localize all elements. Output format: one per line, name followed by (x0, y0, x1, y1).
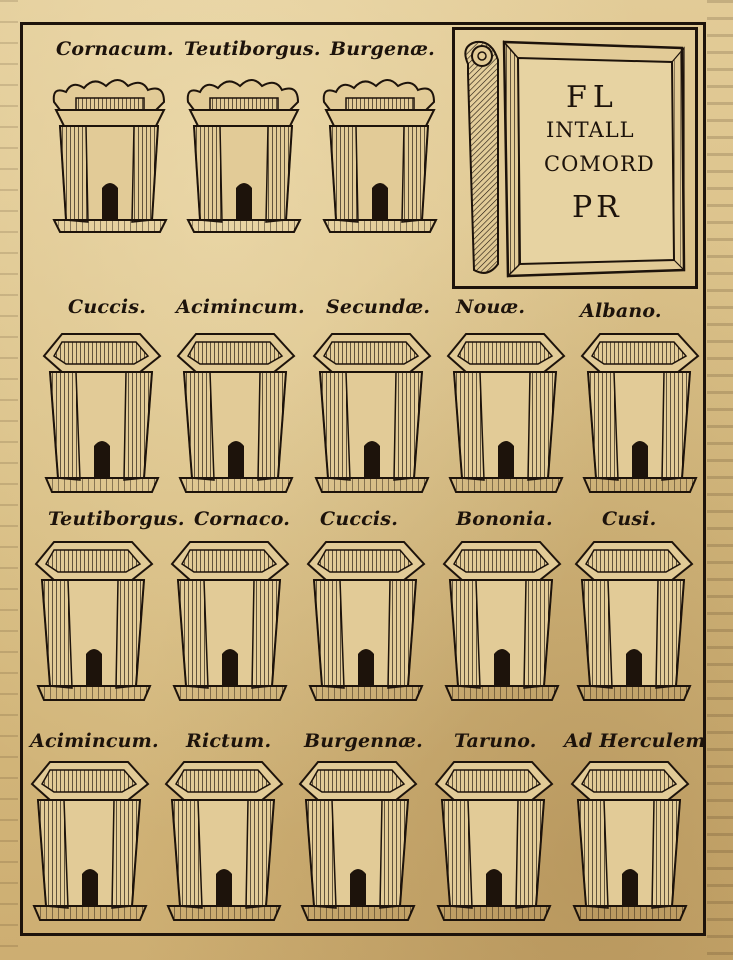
hexagonal-tower-icon (442, 541, 562, 701)
book-inscription-line-1: FL (566, 80, 619, 115)
row3-label-2: Cornaco. (194, 508, 291, 530)
book-panel (452, 27, 698, 289)
row4-label-1: Acimincum. (30, 730, 159, 752)
row4-label-3: Burgennæ. (304, 730, 424, 752)
book-inscription-line-4: PR (572, 190, 623, 225)
hexagonal-tower-icon (574, 541, 694, 701)
row3-label-1: Teutiborgus. (48, 508, 185, 530)
hexagonal-tower-icon (30, 761, 150, 921)
hexagonal-tower-icon (34, 541, 154, 701)
row1-label-2: Teutiborgus. (184, 38, 321, 60)
hexagonal-tower-icon (42, 333, 162, 493)
hexagonal-tower-icon (580, 333, 700, 493)
book-inscription-line-3: COMORD (544, 152, 655, 176)
hexagonal-tower-icon (446, 333, 566, 493)
hexagonal-tower-icon (434, 761, 554, 921)
hexagonal-tower-icon (306, 541, 426, 701)
row3-label-5: Cusi. (602, 508, 657, 530)
bleed-through-text-right (707, 0, 733, 960)
row4-label-4: Taruno. (454, 730, 537, 752)
row2-label-4: Nouæ. (456, 296, 526, 318)
row3-label-3: Cuccis. (320, 508, 399, 530)
row4-label-2: Rictum. (186, 730, 272, 752)
book-inscription-line-2: INTALL (546, 118, 635, 142)
crenellated-tower-icon (322, 79, 438, 233)
row2-label-1: Cuccis. (68, 296, 147, 318)
bleed-through-text-left (0, 0, 18, 960)
row2-label-2: Acimincum. (176, 296, 305, 318)
hexagonal-tower-icon (176, 333, 296, 493)
crenellated-tower-icon (186, 79, 302, 233)
row2-label-5: Albano. (580, 300, 662, 322)
hexagonal-tower-icon (570, 761, 690, 921)
row1-label-1: Cornacum. (56, 38, 174, 60)
book-scroll-icon (464, 39, 686, 278)
hexagonal-tower-icon (298, 761, 418, 921)
row4-label-5: Ad Herculem (564, 730, 706, 752)
crenellated-tower-icon (52, 79, 168, 233)
hexagonal-tower-icon (170, 541, 290, 701)
woodcut-frame (20, 22, 706, 936)
row3-label-4: Bononia. (456, 508, 553, 530)
hexagonal-tower-icon (312, 333, 432, 493)
hexagonal-tower-icon (164, 761, 284, 921)
row2-label-3: Secundæ. (326, 296, 431, 318)
row1-label-3: Burgenæ. (330, 38, 435, 60)
